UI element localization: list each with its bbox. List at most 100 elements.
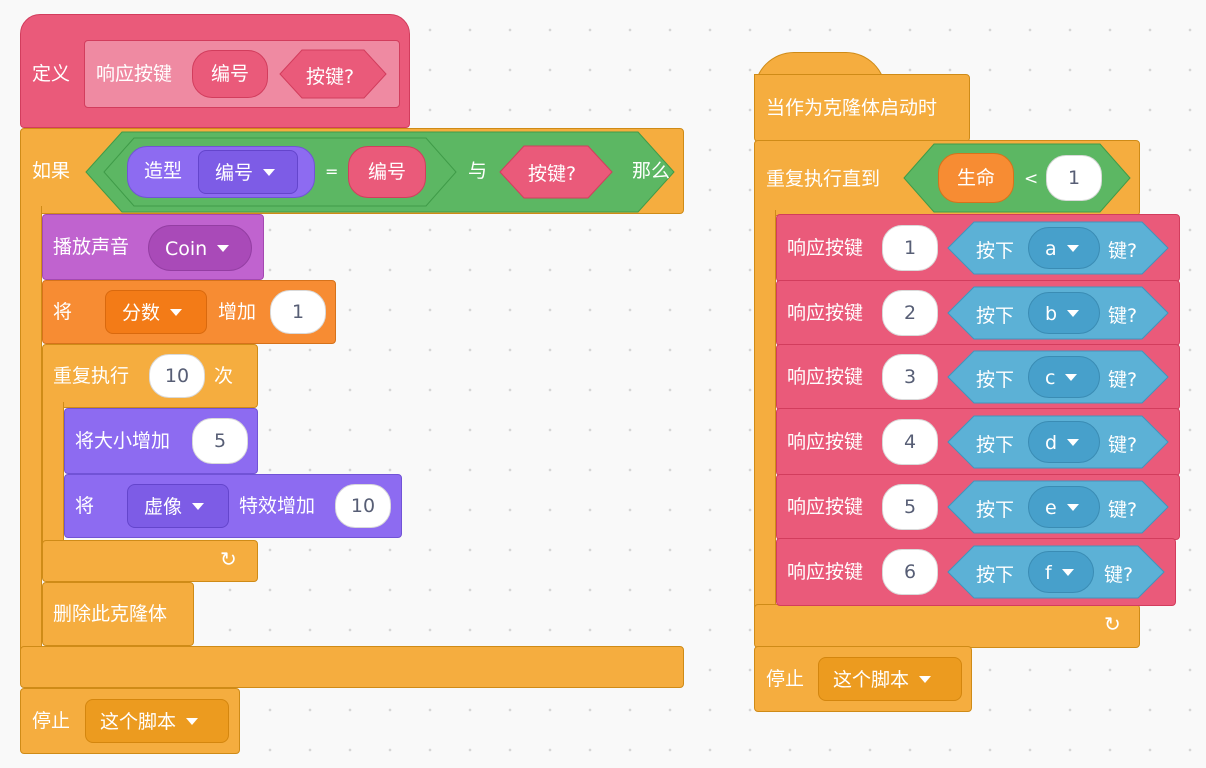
costume-label: 造型	[144, 160, 183, 182]
key-menu-value: f	[1045, 562, 1052, 584]
press-label: 按下	[976, 499, 1015, 521]
key-menu-dropdown[interactable]: b	[1028, 292, 1100, 334]
then-label: 那么	[632, 160, 671, 182]
stop-menu-dropdown-right[interactable]: 这个脚本	[818, 657, 962, 701]
call-label: 响应按键	[787, 561, 864, 583]
variable-menu-dropdown[interactable]: 分数	[105, 290, 207, 334]
chevron-down-icon	[1066, 245, 1079, 252]
key-menu-dropdown[interactable]: e	[1028, 486, 1100, 528]
press-label: 按下	[976, 564, 1015, 586]
chevron-down-icon	[217, 245, 230, 252]
key-menu-value: a	[1045, 238, 1057, 260]
call-number-input[interactable]: 6	[882, 549, 938, 595]
chevron-down-icon	[263, 169, 276, 176]
variable-menu-value: 分数	[122, 302, 161, 324]
change-size-value-input[interactable]: 5	[192, 418, 248, 464]
chevron-down-icon	[919, 676, 932, 683]
key-menu-value: e	[1045, 497, 1057, 519]
call-label: 响应按键	[787, 496, 864, 518]
press-label: 按下	[976, 434, 1015, 456]
play-sound-label: 播放声音	[53, 236, 130, 258]
if-block-arm	[20, 206, 42, 652]
define-proc-name: 响应按键	[96, 63, 173, 85]
loop-arrow-icon: ↻	[220, 547, 237, 571]
call-number-input[interactable]: 1	[882, 225, 938, 271]
delete-clone-block[interactable]	[42, 582, 194, 646]
effect-menu-value: 虚像	[144, 496, 183, 518]
define-label: 定义	[32, 63, 71, 85]
define-param-number[interactable]: 编号	[192, 50, 268, 98]
change-size-label: 将大小增加	[75, 430, 171, 452]
repeat-until-bottom	[754, 604, 1140, 648]
sound-menu-value: Coin	[165, 238, 208, 260]
change-var-suffix: 增加	[218, 301, 257, 323]
chevron-down-icon	[1061, 569, 1074, 576]
key-suffix: 键?	[1108, 305, 1138, 327]
stop-label-left: 停止	[32, 710, 71, 732]
costume-menu-dropdown[interactable]: 编号	[198, 150, 298, 194]
key-menu-dropdown[interactable]: a	[1028, 227, 1100, 269]
call-number-input[interactable]: 3	[882, 354, 938, 400]
stop-menu-dropdown-left[interactable]: 这个脚本	[85, 699, 229, 743]
chevron-down-icon	[1066, 504, 1079, 511]
if-label: 如果	[32, 160, 71, 182]
define-param-key: 按键?	[306, 66, 355, 88]
chevron-down-icon	[1067, 439, 1080, 446]
costume-menu-value: 编号	[215, 162, 254, 184]
repeat-until-label: 重复执行直到	[766, 168, 881, 190]
key-param-label: 按键?	[528, 163, 577, 185]
stop-label-right: 停止	[766, 668, 805, 690]
effect-menu-dropdown[interactable]: 虚像	[127, 484, 229, 528]
chevron-down-icon	[186, 718, 199, 725]
repeat-label: 重复执行	[53, 365, 130, 387]
press-label: 按下	[976, 305, 1015, 327]
call-label: 响应按键	[787, 431, 864, 453]
and-label: 与	[468, 160, 488, 182]
repeat-times-input[interactable]: 10	[149, 354, 205, 398]
call-number-input[interactable]: 2	[882, 290, 938, 336]
key-menu-dropdown[interactable]: f	[1028, 551, 1094, 593]
loop-arrow-icon: ↻	[1104, 612, 1121, 636]
chevron-down-icon	[1065, 374, 1078, 381]
call-number-input[interactable]: 4	[882, 419, 938, 465]
lives-reporter[interactable]: 生命	[938, 153, 1014, 203]
key-menu-dropdown[interactable]: c	[1028, 356, 1100, 398]
key-suffix: 键?	[1104, 564, 1134, 586]
effect-prefix: 将	[75, 495, 95, 517]
delete-clone-label: 删除此克隆体	[53, 603, 168, 625]
key-menu-value: c	[1045, 367, 1056, 389]
press-label: 按下	[976, 240, 1015, 262]
effect-value-input[interactable]: 10	[335, 484, 391, 528]
effect-suffix: 特效增加	[239, 495, 316, 517]
stop-menu-value-right: 这个脚本	[833, 669, 910, 691]
define-param-key-hex[interactable]	[279, 49, 387, 99]
key-suffix: 键?	[1108, 240, 1138, 262]
sound-menu-dropdown[interactable]: Coin	[148, 225, 252, 271]
call-label: 响应按键	[787, 366, 864, 388]
key-suffix: 键?	[1108, 369, 1138, 391]
key-param-hex[interactable]	[499, 145, 613, 199]
when-clone-starts-hat[interactable]	[754, 74, 970, 142]
equals-param-number[interactable]: 编号	[348, 146, 426, 198]
press-label: 按下	[976, 369, 1015, 391]
change-var-prefix: 将	[53, 301, 73, 323]
repeat-until-arm	[754, 210, 776, 612]
key-suffix: 键?	[1108, 499, 1138, 521]
stop-menu-value-left: 这个脚本	[100, 711, 177, 733]
repeat-suffix: 次	[214, 365, 234, 387]
repeat-block-arm	[42, 402, 64, 546]
key-menu-value: b	[1045, 303, 1058, 325]
call-label: 响应按键	[787, 237, 864, 259]
call-number-input[interactable]: 5	[882, 484, 938, 530]
key-menu-value: d	[1045, 432, 1058, 454]
equals-sign: =	[325, 162, 339, 181]
less-than-sign: <	[1024, 169, 1039, 189]
if-block-bottom	[20, 646, 684, 688]
compare-value-input[interactable]: 1	[1046, 155, 1102, 201]
clone-hat-label: 当作为克隆体启动时	[766, 97, 938, 119]
key-menu-dropdown[interactable]: d	[1028, 421, 1100, 463]
change-var-value-input[interactable]: 1	[270, 290, 326, 334]
chevron-down-icon	[170, 309, 183, 316]
repeat-block[interactable]	[42, 344, 258, 408]
chevron-down-icon	[192, 503, 205, 510]
